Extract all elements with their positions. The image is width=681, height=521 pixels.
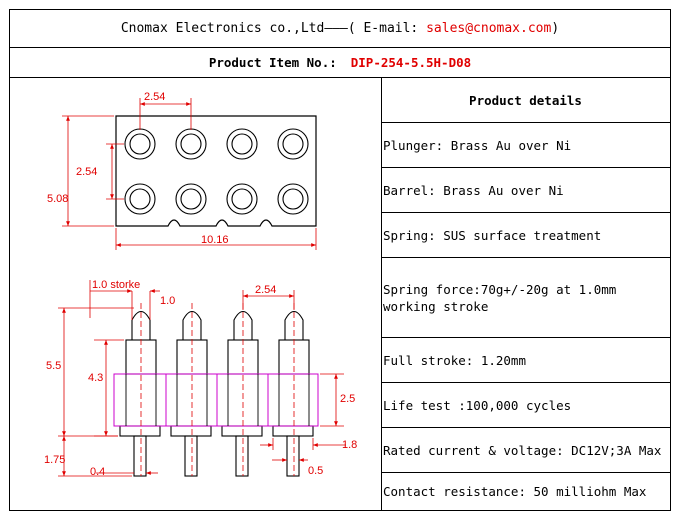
dim-pin-dia: 0.5 [308, 465, 323, 477]
header-separator: ——— [324, 21, 348, 36]
product-label: Product Item No.: [208, 54, 337, 70]
dim-body-height: 4.3 [88, 372, 103, 384]
dim-total-height: 5.5 [46, 360, 61, 372]
details-title: Product details [381, 78, 670, 123]
product-number-row: Product Item No.: DIP-254-5.5H-D08 [10, 47, 670, 78]
drawing-svg: 2.54 2.54 5.08 10.16 [44, 91, 357, 478]
dim-tip: 1.0 [160, 295, 175, 307]
company-header: Cnomax Electronics co.,Ltd ——— ( E-mail:… [10, 10, 670, 48]
product-number: DIP-254-5.5H-D08 [350, 54, 472, 70]
dim-stroke-label: 1.0 storke [92, 279, 140, 291]
email-close: ) [551, 21, 560, 36]
side-view: 1.0 storke 1.0 2.54 5.5 4.3 2.5 1.75 0.4… [44, 279, 357, 478]
detail-rated-current: Rated current & voltage: DC12V;3A Max [381, 428, 670, 473]
dim-pitch-x: 2.54 [144, 91, 165, 103]
hole-row-bottom [124, 183, 309, 215]
dim-pitch-y: 2.54 [76, 166, 97, 178]
dim-tail-length: 1.75 [44, 454, 65, 466]
company-name: Cnomax Electronics co.,Ltd [120, 21, 325, 36]
detail-contact-resistance: Contact resistance: 50 milliohm Max [383, 484, 647, 499]
product-details-table: Product details Plunger: Brass Au over N… [381, 78, 670, 510]
top-view-outline [115, 115, 317, 227]
email-link[interactable]: sales@cnomax.com [426, 21, 552, 36]
email-label: ( E-mail: [347, 21, 419, 36]
dim-insulator-height: 2.5 [340, 393, 355, 405]
dim-flange-dia: 1.8 [342, 439, 357, 451]
detail-full-stroke: Full stroke: 1.20mm [381, 338, 670, 383]
top-view: 2.54 2.54 5.08 10.16 [47, 91, 317, 250]
dim-height: 5.08 [47, 193, 68, 205]
detail-spring-force: Spring force:70g+/-20g at 1.0mm working … [381, 258, 670, 338]
dim-width: 10.16 [201, 234, 229, 246]
detail-plunger: Plunger: Brass Au over Ni [381, 123, 670, 168]
detail-life-test: Life test :100,000 cycles [381, 383, 670, 428]
dim-side-pitch: 2.54 [255, 284, 276, 296]
detail-spring: Spring: SUS surface treatment [381, 213, 670, 258]
detail-barrel: Barrel: Brass Au over Ni [381, 168, 670, 213]
hole-row-top [124, 128, 309, 160]
insulator-body [113, 373, 319, 427]
technical-drawing: 2.54 2.54 5.08 10.16 [10, 78, 382, 510]
dim-tail-dia: 0.4 [90, 466, 105, 478]
datasheet: Cnomax Electronics co.,Ltd ——— ( E-mail:… [9, 9, 671, 511]
